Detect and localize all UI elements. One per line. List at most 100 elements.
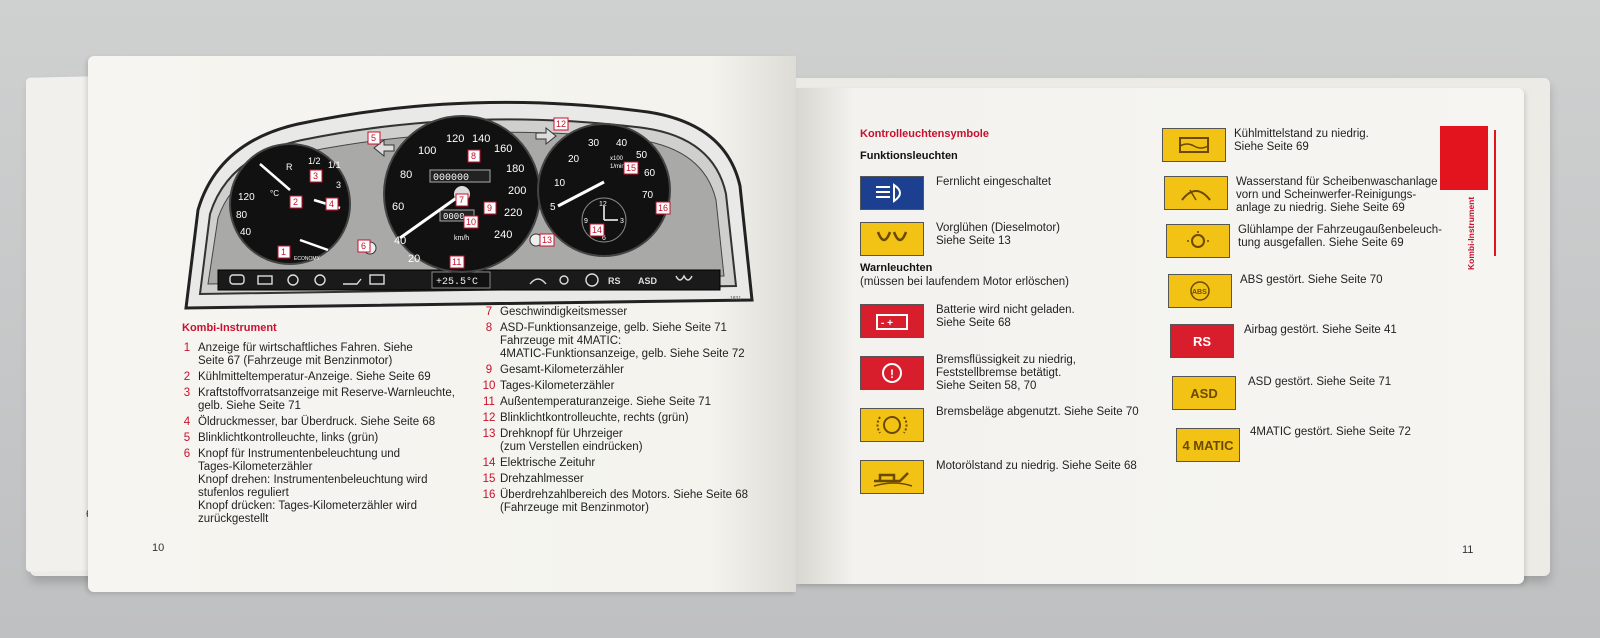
bulb-failure-symbol	[1166, 224, 1230, 258]
section-tab-label: Kombi-Instrument	[1466, 196, 1476, 270]
coolant-level-text: Kühlmittelstand zu niedrig. Siehe Seite …	[1234, 128, 1369, 153]
svg-text:120: 120	[238, 192, 255, 203]
svg-text:- +: - +	[881, 318, 893, 329]
svg-text:x100: x100	[610, 156, 624, 162]
legend-text: Blinklichtkontrolleuchte, rechts (grün)	[500, 412, 689, 424]
svg-text:ECONOMY: ECONOMY	[294, 256, 321, 262]
coolant-level-icon	[369, 274, 385, 285]
washer-fluid-icon	[529, 278, 547, 285]
washer-fluid-text: Wasserstand für Scheibenwaschanlage vorn…	[1236, 176, 1438, 214]
instrument-cluster-illustration: RS ASD +25.5°C 120 °C 80 40 1/2 1/1 R 3 …	[184, 100, 754, 310]
svg-text:40: 40	[240, 227, 252, 238]
brake-warning-text: Bremsflüssigkeit zu niedrig, Feststellbr…	[936, 354, 1076, 392]
svg-text:6: 6	[361, 241, 366, 251]
right-turn-arrow-icon	[535, 126, 557, 146]
svg-text:14: 14	[592, 225, 602, 235]
glow-plug-symbol	[860, 222, 924, 256]
battery-icon	[257, 275, 273, 285]
brake-warning-icon: !	[882, 363, 902, 383]
svg-text:7: 7	[459, 195, 464, 205]
legend-text: Drehknopf für Uhrzeiger (zum Verstellen …	[500, 428, 643, 453]
tachometer-clock: 5 10 20 30 40 50 60 70 x100 1/min 12 3 6…	[537, 123, 671, 257]
svg-text:30: 30	[588, 138, 600, 149]
svg-text:12: 12	[556, 119, 566, 129]
svg-text:13: 13	[542, 235, 552, 245]
legend-item: 13 Drehknopf für Uhrzeiger (zum Verstelle…	[478, 428, 788, 454]
legend-text: Drehzahlmesser	[500, 473, 584, 485]
right-section-title: Kontrolleuchtensymbole	[860, 128, 989, 140]
svg-text:1: 1	[281, 247, 286, 257]
functions-header: Funktionsleuchten	[860, 150, 958, 162]
bulb-failure-text: Glühlampe der Fahrzeugaußenbeleuch- tung…	[1238, 224, 1442, 249]
svg-text:220: 220	[504, 207, 522, 219]
glow-plug-icon	[675, 274, 693, 281]
legend-number: 8	[485, 322, 493, 334]
4matic-symbol: 4 MATIC	[1176, 428, 1240, 462]
indicator-strip-icons	[229, 273, 693, 287]
legend-text: Kraftstoffvorratsanzeige mit Reserve-War…	[198, 387, 455, 412]
rs-indicator-label: RS	[608, 276, 621, 286]
svg-text:120: 120	[446, 133, 464, 145]
oil-level-symbol	[860, 460, 924, 494]
asd-indicator-label: ASD	[638, 276, 658, 286]
legend-column-1: 1 Anzeige für wirtschaftliches Fahren. Si…	[176, 342, 476, 529]
svg-text:3: 3	[336, 180, 341, 190]
battery-icon: - +	[876, 314, 908, 330]
brake-pad-text: Bremsbeläge abgenutzt. Siehe Seite 70	[936, 406, 1139, 418]
high-beam-icon	[876, 183, 901, 203]
svg-text:1/1: 1/1	[328, 160, 341, 170]
legend-number: 5	[183, 432, 191, 444]
svg-text:!: !	[890, 367, 894, 381]
bulb-failure-icon	[559, 275, 569, 285]
high-beam-icon	[229, 274, 245, 285]
legend-number: 1	[183, 342, 191, 354]
svg-text:20: 20	[408, 253, 420, 265]
svg-text:6: 6	[602, 235, 606, 242]
brake-warning-symbol: !	[860, 356, 924, 390]
svg-text:20: 20	[568, 154, 580, 165]
svg-text:15: 15	[626, 163, 636, 173]
svg-text:9: 9	[584, 218, 588, 225]
rs-symbol: RS	[1170, 324, 1234, 358]
legend-number: 16	[482, 489, 496, 501]
legend-number: 12	[482, 412, 496, 424]
svg-text:240: 240	[494, 229, 512, 241]
svg-text:5: 5	[371, 133, 376, 143]
brake-pad-symbol	[860, 408, 924, 442]
rs-text: Airbag gestört. Siehe Seite 41	[1244, 324, 1397, 336]
legend-number: 11	[483, 396, 495, 408]
coolant-level-symbol	[1162, 128, 1226, 162]
svg-text:160: 160	[494, 143, 512, 155]
svg-text:40: 40	[616, 138, 628, 149]
svg-text:12: 12	[599, 201, 607, 208]
legend-number: 13	[482, 428, 496, 440]
outside-temp-display: +25.5°C	[436, 276, 478, 288]
4matic-label: 4 MATIC	[1182, 437, 1234, 453]
legend-text: Überdrehzahlbereich des Motors. Siehe Se…	[500, 489, 749, 514]
legend-text: Tages-Kilometerzähler	[500, 380, 615, 392]
brake-pad-icon	[876, 416, 908, 434]
svg-text:1/2: 1/2	[308, 156, 321, 166]
bulb-failure-icon	[1187, 231, 1209, 248]
svg-text:50: 50	[636, 150, 648, 161]
svg-text:2: 2	[293, 197, 298, 207]
svg-text:9: 9	[487, 203, 492, 213]
legend-text: Anzeige für wirtschaftliches Fahren. Sie…	[198, 342, 413, 367]
high-beam-symbol	[860, 176, 924, 210]
figure-id: 1831	[730, 296, 741, 302]
svg-text:70: 70	[642, 190, 654, 201]
right-page-number: 11	[1462, 544, 1474, 556]
asd-text: ASD gestört. Siehe Seite 71	[1248, 376, 1392, 388]
odometer-display: 000000	[433, 173, 469, 184]
